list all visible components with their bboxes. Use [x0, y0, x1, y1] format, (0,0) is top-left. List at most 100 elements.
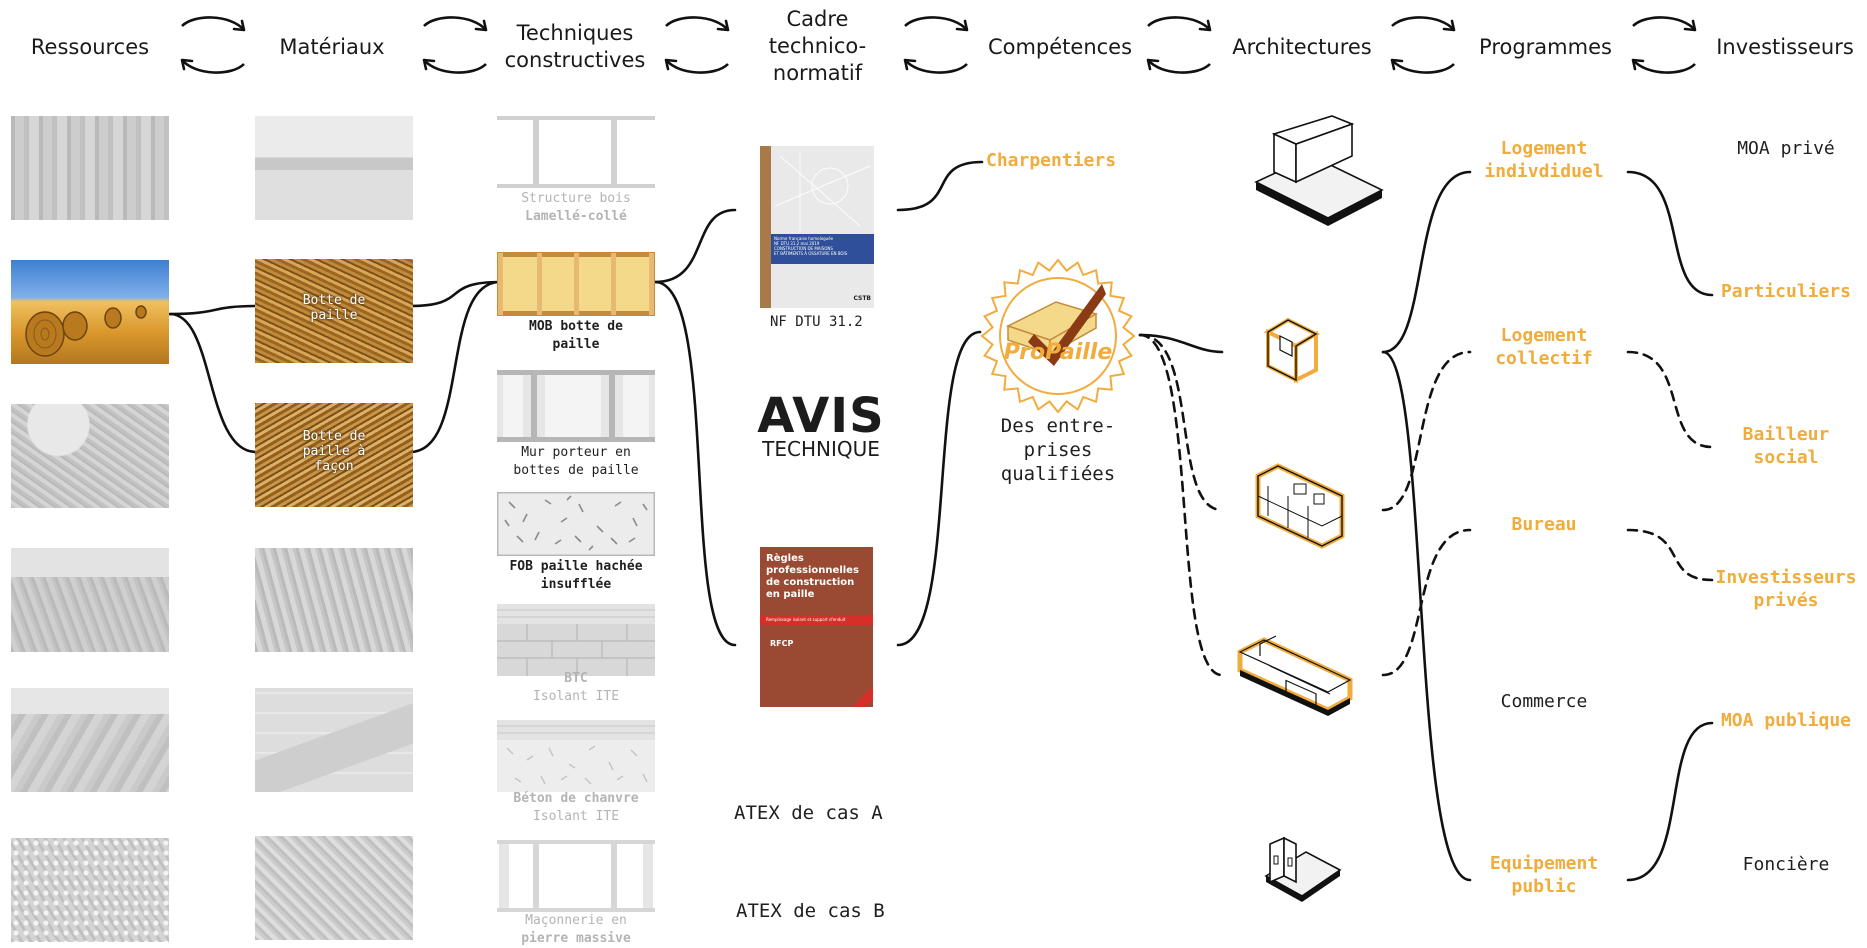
programme-logement-collectif-line1: Logement	[1500, 325, 1588, 346]
technique-structure-bois-line1: Structure bois	[521, 191, 631, 206]
regles-title: Règles professionnelles de construction …	[766, 553, 859, 601]
nf-dtu-book-cover: Norme française homologuée NF DTU 31.2 m…	[760, 146, 874, 308]
book-pattern	[774, 151, 871, 231]
technique-mur-porteur-line1: Mur porteur en	[521, 445, 631, 460]
header-arrows	[180, 16, 1697, 74]
materiau-btc-photo	[255, 688, 413, 792]
header-ressources: Ressources	[30, 35, 150, 59]
header-techniques-line2: constructives	[504, 48, 646, 72]
technique-beton-chanvre-caption: Béton de chanvre Isolant ITE	[476, 790, 676, 826]
dtu-cover-line2: NF DTU 31.2 mai 2019	[774, 241, 820, 246]
botte-paille-label: Botte de paille	[255, 293, 413, 323]
investisseur-fonciere: Foncière	[1742, 854, 1830, 875]
header-programmes: Programmes	[1479, 35, 1612, 59]
header-cadre-line2: technico-	[768, 34, 867, 58]
cycle-arrow-icon	[422, 16, 488, 74]
header-competences: Compétences	[987, 35, 1133, 59]
programme-equipement-public-line2: public	[1511, 876, 1577, 897]
regles-title-line2: professionnelles	[766, 565, 859, 576]
entreprises-line2: prises	[1023, 439, 1093, 461]
entreprises-line3: qualifiées	[1000, 463, 1116, 485]
programme-logement-individuel-line1: Logement	[1500, 138, 1588, 159]
header-architectures: Architectures	[1232, 35, 1372, 59]
propaille-badge: ProPaille	[978, 256, 1138, 416]
entreprises-line1: Des entre-	[1000, 415, 1116, 437]
technique-beton-chanvre-line1: Béton de chanvre	[513, 791, 639, 806]
ressource-hemp-field-photo	[11, 548, 169, 652]
technique-mur-porteur-line2: bottes de paille	[513, 463, 639, 478]
dtu-publisher-logo: CSTB	[853, 295, 871, 302]
technique-fob-diagram	[497, 492, 655, 556]
technique-btc-line1: BTC	[564, 671, 588, 686]
header-techniques-line1: Techniques	[516, 21, 634, 45]
nf-dtu-caption: NF DTU 31.2	[770, 314, 863, 330]
technique-mob-diagram	[497, 252, 655, 316]
charpentiers-label: Charpentiers	[986, 150, 1117, 171]
programme-bureau: Bureau	[1511, 514, 1577, 535]
regles-title-line3: de construction	[766, 577, 855, 588]
technique-maconnerie-line2: pierre massive	[521, 931, 631, 946]
technique-mob-caption: MOB botte de paille	[476, 318, 676, 354]
cycle-arrow-icon	[1631, 16, 1697, 74]
botte-facon-label-line2: paille à	[302, 444, 366, 459]
technique-mur-porteur-diagram	[497, 370, 655, 442]
materiau-botte-paille-facon: Botte de paille à façon	[255, 403, 413, 507]
materiau-botte-paille: Botte de paille	[255, 259, 413, 363]
cycle-arrow-icon	[1146, 16, 1212, 74]
regles-title-line4: en paille	[766, 589, 815, 600]
technique-mur-porteur-caption: Mur porteur en bottes de paille	[476, 444, 676, 480]
programme-commerce: Commerce	[1500, 691, 1588, 712]
ressource-forest-photo	[11, 116, 169, 220]
technique-btc-line2: Isolant ITE	[532, 689, 620, 704]
ressource-chopped-straw-photo	[11, 404, 169, 508]
technique-mob-line1: MOB botte de	[529, 319, 623, 334]
header-techniques: Techniques constructives	[490, 20, 660, 74]
dtu-cover-line3: CONSTRUCTION DE MAISONS	[774, 246, 833, 251]
botte-facon-label: Botte de paille à façon	[255, 429, 413, 474]
investisseur-moa-publique: MOA publique	[1720, 710, 1852, 731]
investisseur-moa-prive: MOA privé	[1737, 138, 1835, 159]
ressource-quarry-photo	[11, 688, 169, 792]
avis-logo-line2: TECHNIQUE	[762, 437, 880, 461]
ressource-flowers-photo	[11, 838, 169, 942]
technique-maconnerie-line1: Maçonnerie en	[525, 913, 627, 928]
hay-bales-icon	[25, 305, 147, 357]
technique-fob-line2: insufflée	[540, 577, 612, 592]
atex-cas-b: ATEX de cas B	[736, 900, 885, 922]
investisseur-bailleur-social: Bailleur social	[1686, 423, 1867, 469]
investisseur-bailleur-line2: social	[1753, 447, 1819, 468]
investisseur-prives-line1: Investisseurs	[1715, 567, 1857, 588]
programme-logement-individuel: Logement indivdiduel	[1444, 137, 1644, 183]
technique-mob-line2: paille	[552, 337, 600, 352]
entreprises-qualifiees-text: Des entre- prises qualifiées	[976, 414, 1140, 486]
technique-btc-caption: BTC Isolant ITE	[476, 670, 676, 706]
dtu-cover-line4: ET BÂTIMENTS À OSSATURE EN BOIS	[774, 251, 848, 256]
programme-logement-collectif: Logement collectif	[1444, 324, 1644, 370]
header-cadre-line3: normatif	[772, 61, 863, 85]
materiau-hemp-photo	[255, 548, 413, 652]
investisseur-particuliers: Particuliers	[1720, 281, 1852, 302]
regles-rfcp-logo: RFCP	[770, 639, 794, 648]
materiau-timber-photo	[255, 116, 413, 220]
programme-equipement-public-line1: Equipement	[1489, 853, 1599, 874]
technique-maconnerie-diagram	[497, 840, 655, 912]
regles-corner-badge	[853, 683, 873, 707]
regles-title-line1: Règles	[766, 553, 804, 564]
avis-technique-logo: AVIS TECHNIQUE	[746, 392, 896, 461]
programme-logement-individuel-line2: indivdiduel	[1484, 161, 1604, 182]
botte-facon-label-line1: Botte de	[302, 429, 366, 444]
dtu-cover-band: Norme française homologuée NF DTU 31.2 m…	[771, 234, 874, 264]
propaille-logo-text: ProPaille	[1003, 340, 1113, 365]
programme-logement-collectif-line2: collectif	[1495, 348, 1593, 369]
technique-fob-caption: FOB paille hachée insufflée	[476, 558, 676, 594]
technique-structure-bois-caption: Structure bois Lamellé-collé	[476, 190, 676, 226]
cycle-arrow-icon	[1390, 16, 1456, 74]
book-spine	[760, 146, 771, 308]
regles-red-band: Remplissage isolant et support d'enduit	[760, 615, 873, 625]
regles-pro-book-cover: Règles professionnelles de construction …	[760, 547, 873, 707]
investisseur-investisseurs-prives: Investisseurs privés	[1686, 566, 1867, 612]
investisseur-prives-line2: privés	[1753, 590, 1819, 611]
technique-beton-chanvre-line2: Isolant ITE	[532, 809, 620, 824]
cycle-arrow-icon	[903, 16, 969, 74]
botte-facon-label-line3: façon	[314, 459, 354, 474]
